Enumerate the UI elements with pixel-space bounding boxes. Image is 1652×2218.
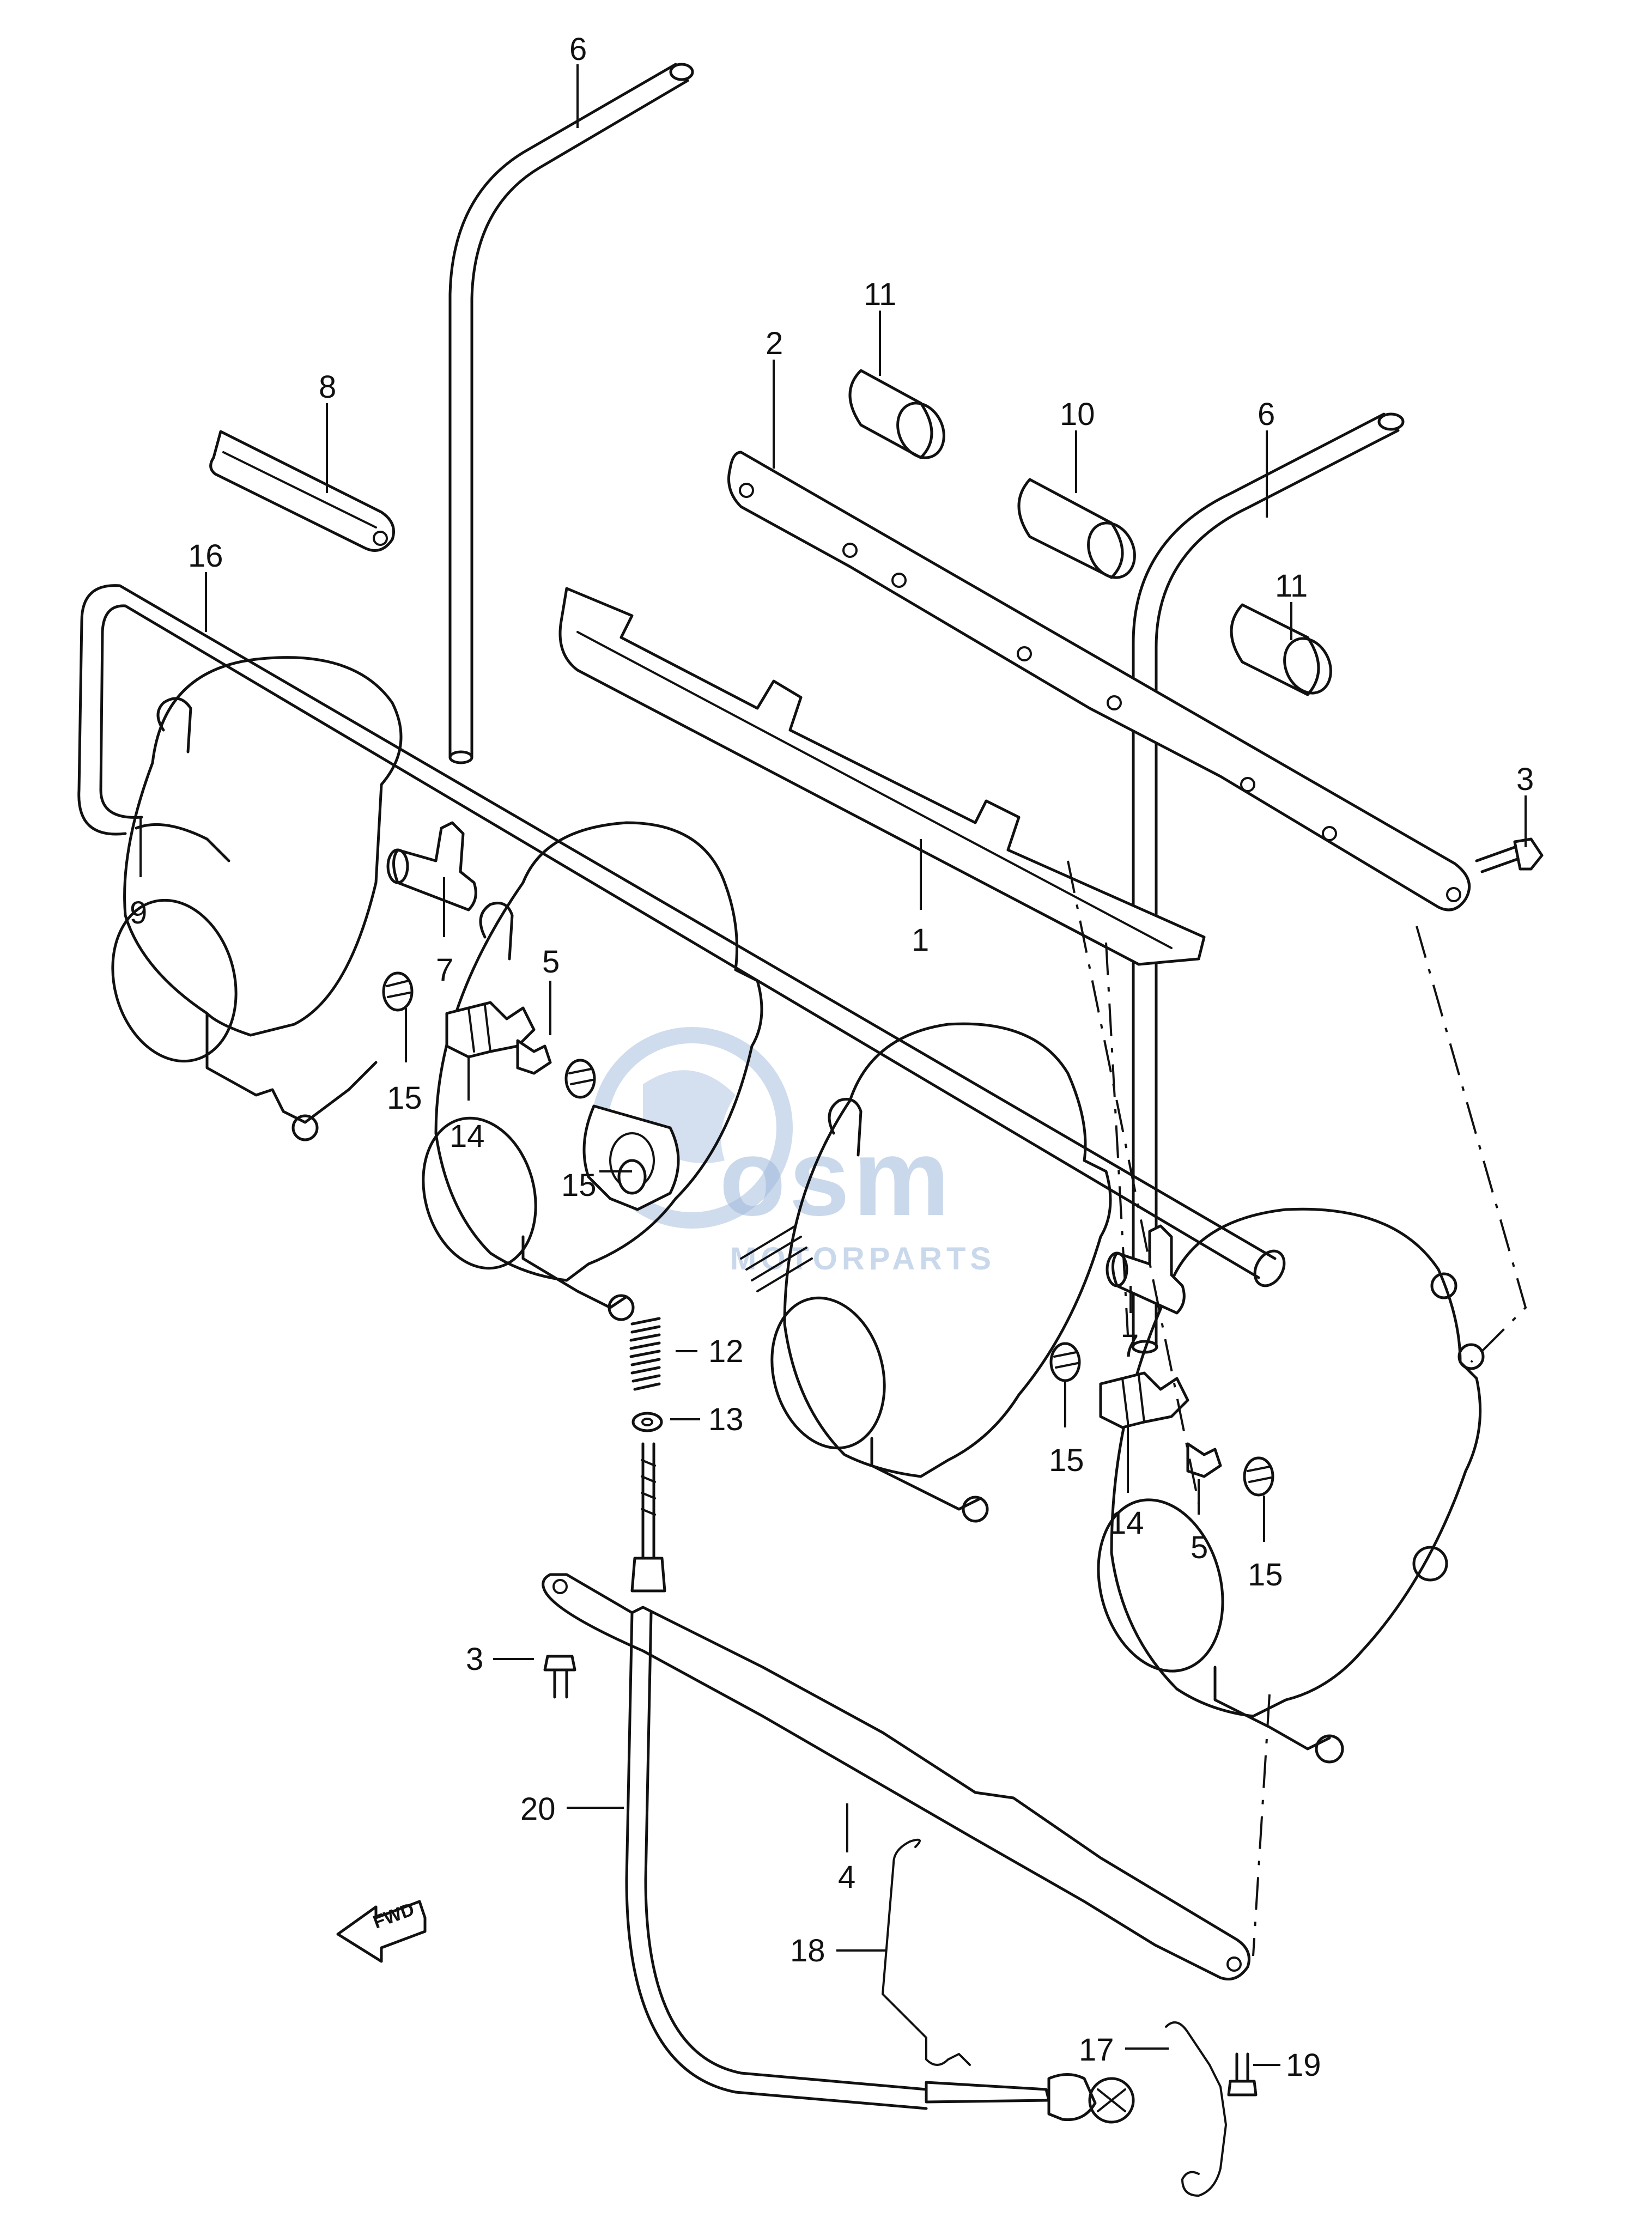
callout-3-lower: 3 xyxy=(466,1642,483,1677)
callout-6-right: 6 xyxy=(1258,397,1275,432)
leader-lines xyxy=(139,64,1527,2066)
callout-11-top: 11 xyxy=(864,277,896,312)
bolt-3-lower xyxy=(543,1655,576,1699)
callout-3-upper: 3 xyxy=(1516,762,1534,797)
callout-11-right: 11 xyxy=(1275,568,1308,604)
callout-19: 19 xyxy=(1286,2047,1321,2083)
joint-14-left xyxy=(445,1001,536,1059)
spring-12 xyxy=(629,1317,661,1391)
plate-4 xyxy=(542,1573,1250,1980)
callout-4: 4 xyxy=(838,1860,855,1895)
sleeve-10 xyxy=(1017,478,1136,579)
callout-15-left: 15 xyxy=(387,1080,422,1116)
callout-12: 12 xyxy=(708,1334,744,1369)
watermark-logo-text: osm xyxy=(719,1117,953,1238)
cap-15-right-a xyxy=(1049,1342,1081,1382)
callout-14-left: 14 xyxy=(450,1119,485,1154)
clip-5-right xyxy=(1186,1442,1222,1478)
vent-tube-6-left xyxy=(448,63,694,764)
assembly-guide-lines xyxy=(1067,860,1527,1956)
callout-7-left: 7 xyxy=(436,952,453,988)
callout-2: 2 xyxy=(766,326,783,361)
spring-18 xyxy=(882,1838,971,2066)
callout-13: 13 xyxy=(708,1402,744,1437)
bolt-19 xyxy=(1227,2052,1258,2097)
callout-17: 17 xyxy=(1079,2032,1114,2068)
carburetor-4 xyxy=(1097,1207,1485,1764)
callout-1: 1 xyxy=(912,922,929,958)
callout-10: 10 xyxy=(1060,397,1095,432)
callout-15-center: 15 xyxy=(561,1168,597,1203)
plate-2 xyxy=(727,451,1471,911)
bracket-8 xyxy=(209,430,395,552)
callout-5-left: 5 xyxy=(542,944,560,980)
cap-15-left-a xyxy=(382,971,414,1012)
cap-15-center xyxy=(617,1159,647,1195)
carburetor-2 xyxy=(422,821,763,1321)
cap-15-left-b xyxy=(564,1059,596,1099)
callout-5-right: 5 xyxy=(1191,1530,1208,1565)
sleeve-11-right xyxy=(1230,603,1332,696)
carburetor-1 xyxy=(111,656,403,1141)
bracket-1 xyxy=(558,587,1206,966)
washer-13 xyxy=(631,1412,663,1432)
throttle-stop-screw xyxy=(630,1442,666,1593)
clip-5-left xyxy=(516,1039,552,1075)
callout-6-left: 6 xyxy=(569,32,587,67)
callout-16: 16 xyxy=(188,538,223,574)
bolt-3-upper xyxy=(1475,837,1544,873)
joint-14-right xyxy=(1099,1371,1189,1429)
callout-labels: 6 8 16 9 7 5 15 14 15 11 2 10 6 11 3 1 1… xyxy=(130,32,1534,2083)
callout-7-right: 7 xyxy=(1121,1328,1139,1364)
fuel-rail-16 xyxy=(77,584,1286,1287)
callout-20: 20 xyxy=(520,1791,556,1827)
tee-fitting-7-left xyxy=(386,821,477,911)
throttle-cable-20 xyxy=(625,1611,1135,2124)
sleeve-11-top xyxy=(848,369,945,459)
callout-9: 9 xyxy=(130,895,147,931)
carburetor-3 xyxy=(740,1022,1112,1523)
watermark-subtext: MOTORPARTS xyxy=(730,1241,995,1277)
cap-15-right-b xyxy=(1243,1456,1274,1497)
fwd-arrow: FWD xyxy=(336,1899,427,1963)
callout-14-right: 14 xyxy=(1109,1505,1144,1541)
spring-17 xyxy=(1165,2021,1227,2197)
callout-18: 18 xyxy=(790,1933,825,1968)
callout-15-right-b: 15 xyxy=(1248,1557,1283,1593)
callout-15-right-a: 15 xyxy=(1049,1443,1084,1478)
watermark: osm MOTORPARTS xyxy=(591,1027,995,1277)
callout-8: 8 xyxy=(319,369,336,405)
